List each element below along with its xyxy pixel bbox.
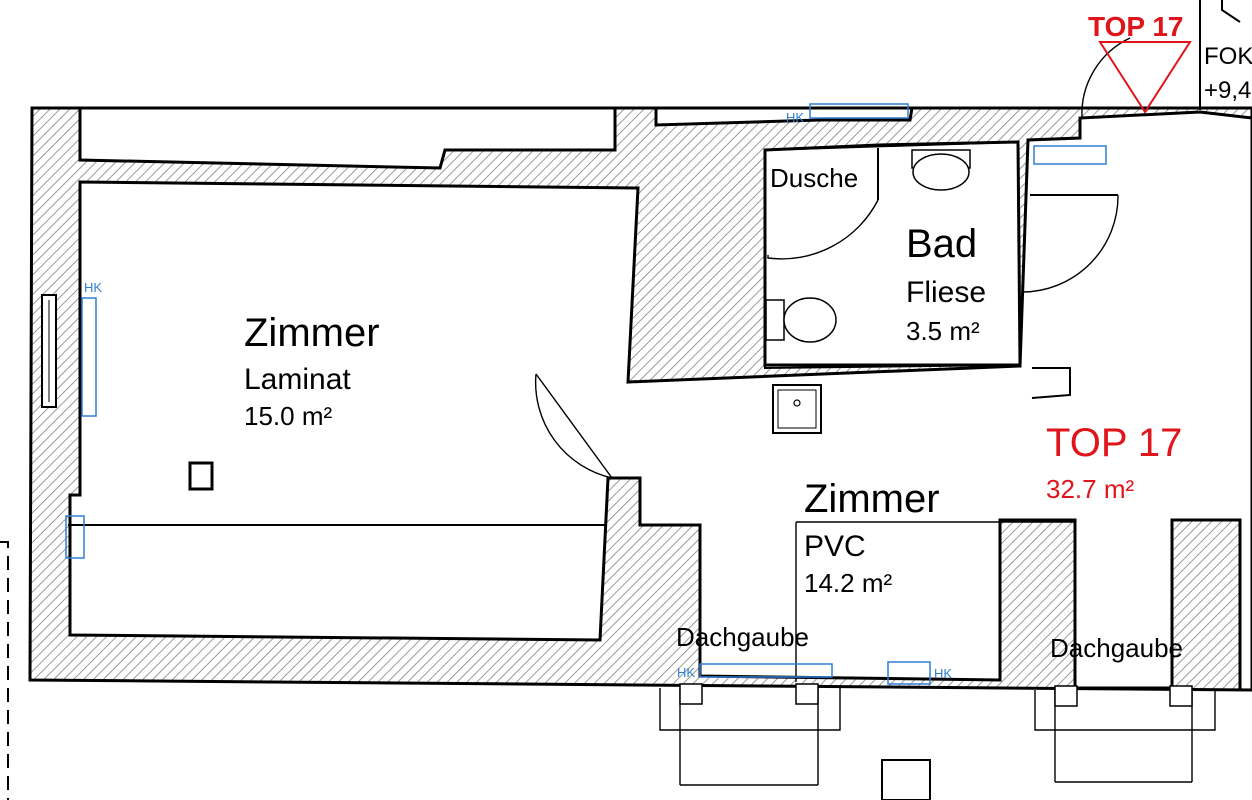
boundary-dashed [0, 541, 9, 800]
shaft [188, 461, 214, 491]
bath-outline [764, 140, 1022, 370]
room-2-name: Zimmer [804, 477, 940, 521]
room-1-area: 15.0 m² [244, 401, 332, 431]
room-3-floor: Fliese [906, 276, 986, 309]
wall-mass [28, 106, 1252, 692]
radiator-dormer-mid [887, 661, 931, 685]
dormer-label-1: Dachgaube [676, 622, 809, 652]
radiator-dormer-left [699, 663, 833, 678]
dormer-label-2: Dachgaube [1050, 633, 1183, 663]
radiator-label-4: HK [934, 666, 952, 681]
room-1-name: Zimmer [244, 311, 380, 355]
door-zimmer-left [534, 373, 614, 480]
radiator-label-3: HK [677, 665, 695, 680]
top17-marker-label: TOP 17 [1088, 11, 1183, 42]
zimmer-right-inner [796, 521, 1076, 688]
shower-label: Dusche [770, 163, 858, 193]
dormer-left-detail [659, 688, 841, 786]
corridor-wall-lower [1031, 367, 1071, 399]
door-shower [767, 199, 879, 260]
radiator-left-lower [65, 515, 85, 559]
zimmer-left-outline [79, 181, 640, 383]
dormer-right-detail [1034, 690, 1216, 783]
room-2-area: 14.2 m² [804, 568, 892, 598]
room-3-area: 3.5 m² [906, 316, 980, 346]
level-label: FOK [1204, 43, 1252, 70]
toilet-bottom [765, 297, 837, 343]
door-entry [1081, 37, 1131, 119]
radiator-top [809, 103, 909, 119]
radiator-corridor [1033, 145, 1107, 165]
radiator-left [81, 297, 97, 417]
door-bath [1021, 194, 1119, 293]
top-right-wall [1199, 0, 1241, 110]
toilet-top [911, 149, 971, 191]
sink [772, 384, 822, 434]
unit-area: 32.7 m² [1046, 474, 1134, 504]
top17-marker-triangle [1098, 41, 1192, 114]
radiator-label-1: HK [84, 280, 102, 295]
room-3-name: Bad [906, 222, 977, 266]
radiator-label-2: HK [786, 110, 804, 125]
level-value: +9,4 [1204, 77, 1251, 104]
roof-opening [881, 759, 931, 800]
room-2-floor: PVC [804, 530, 866, 563]
unit-label: TOP 17 [1046, 421, 1182, 465]
room-1-floor: Laminat [244, 363, 351, 396]
